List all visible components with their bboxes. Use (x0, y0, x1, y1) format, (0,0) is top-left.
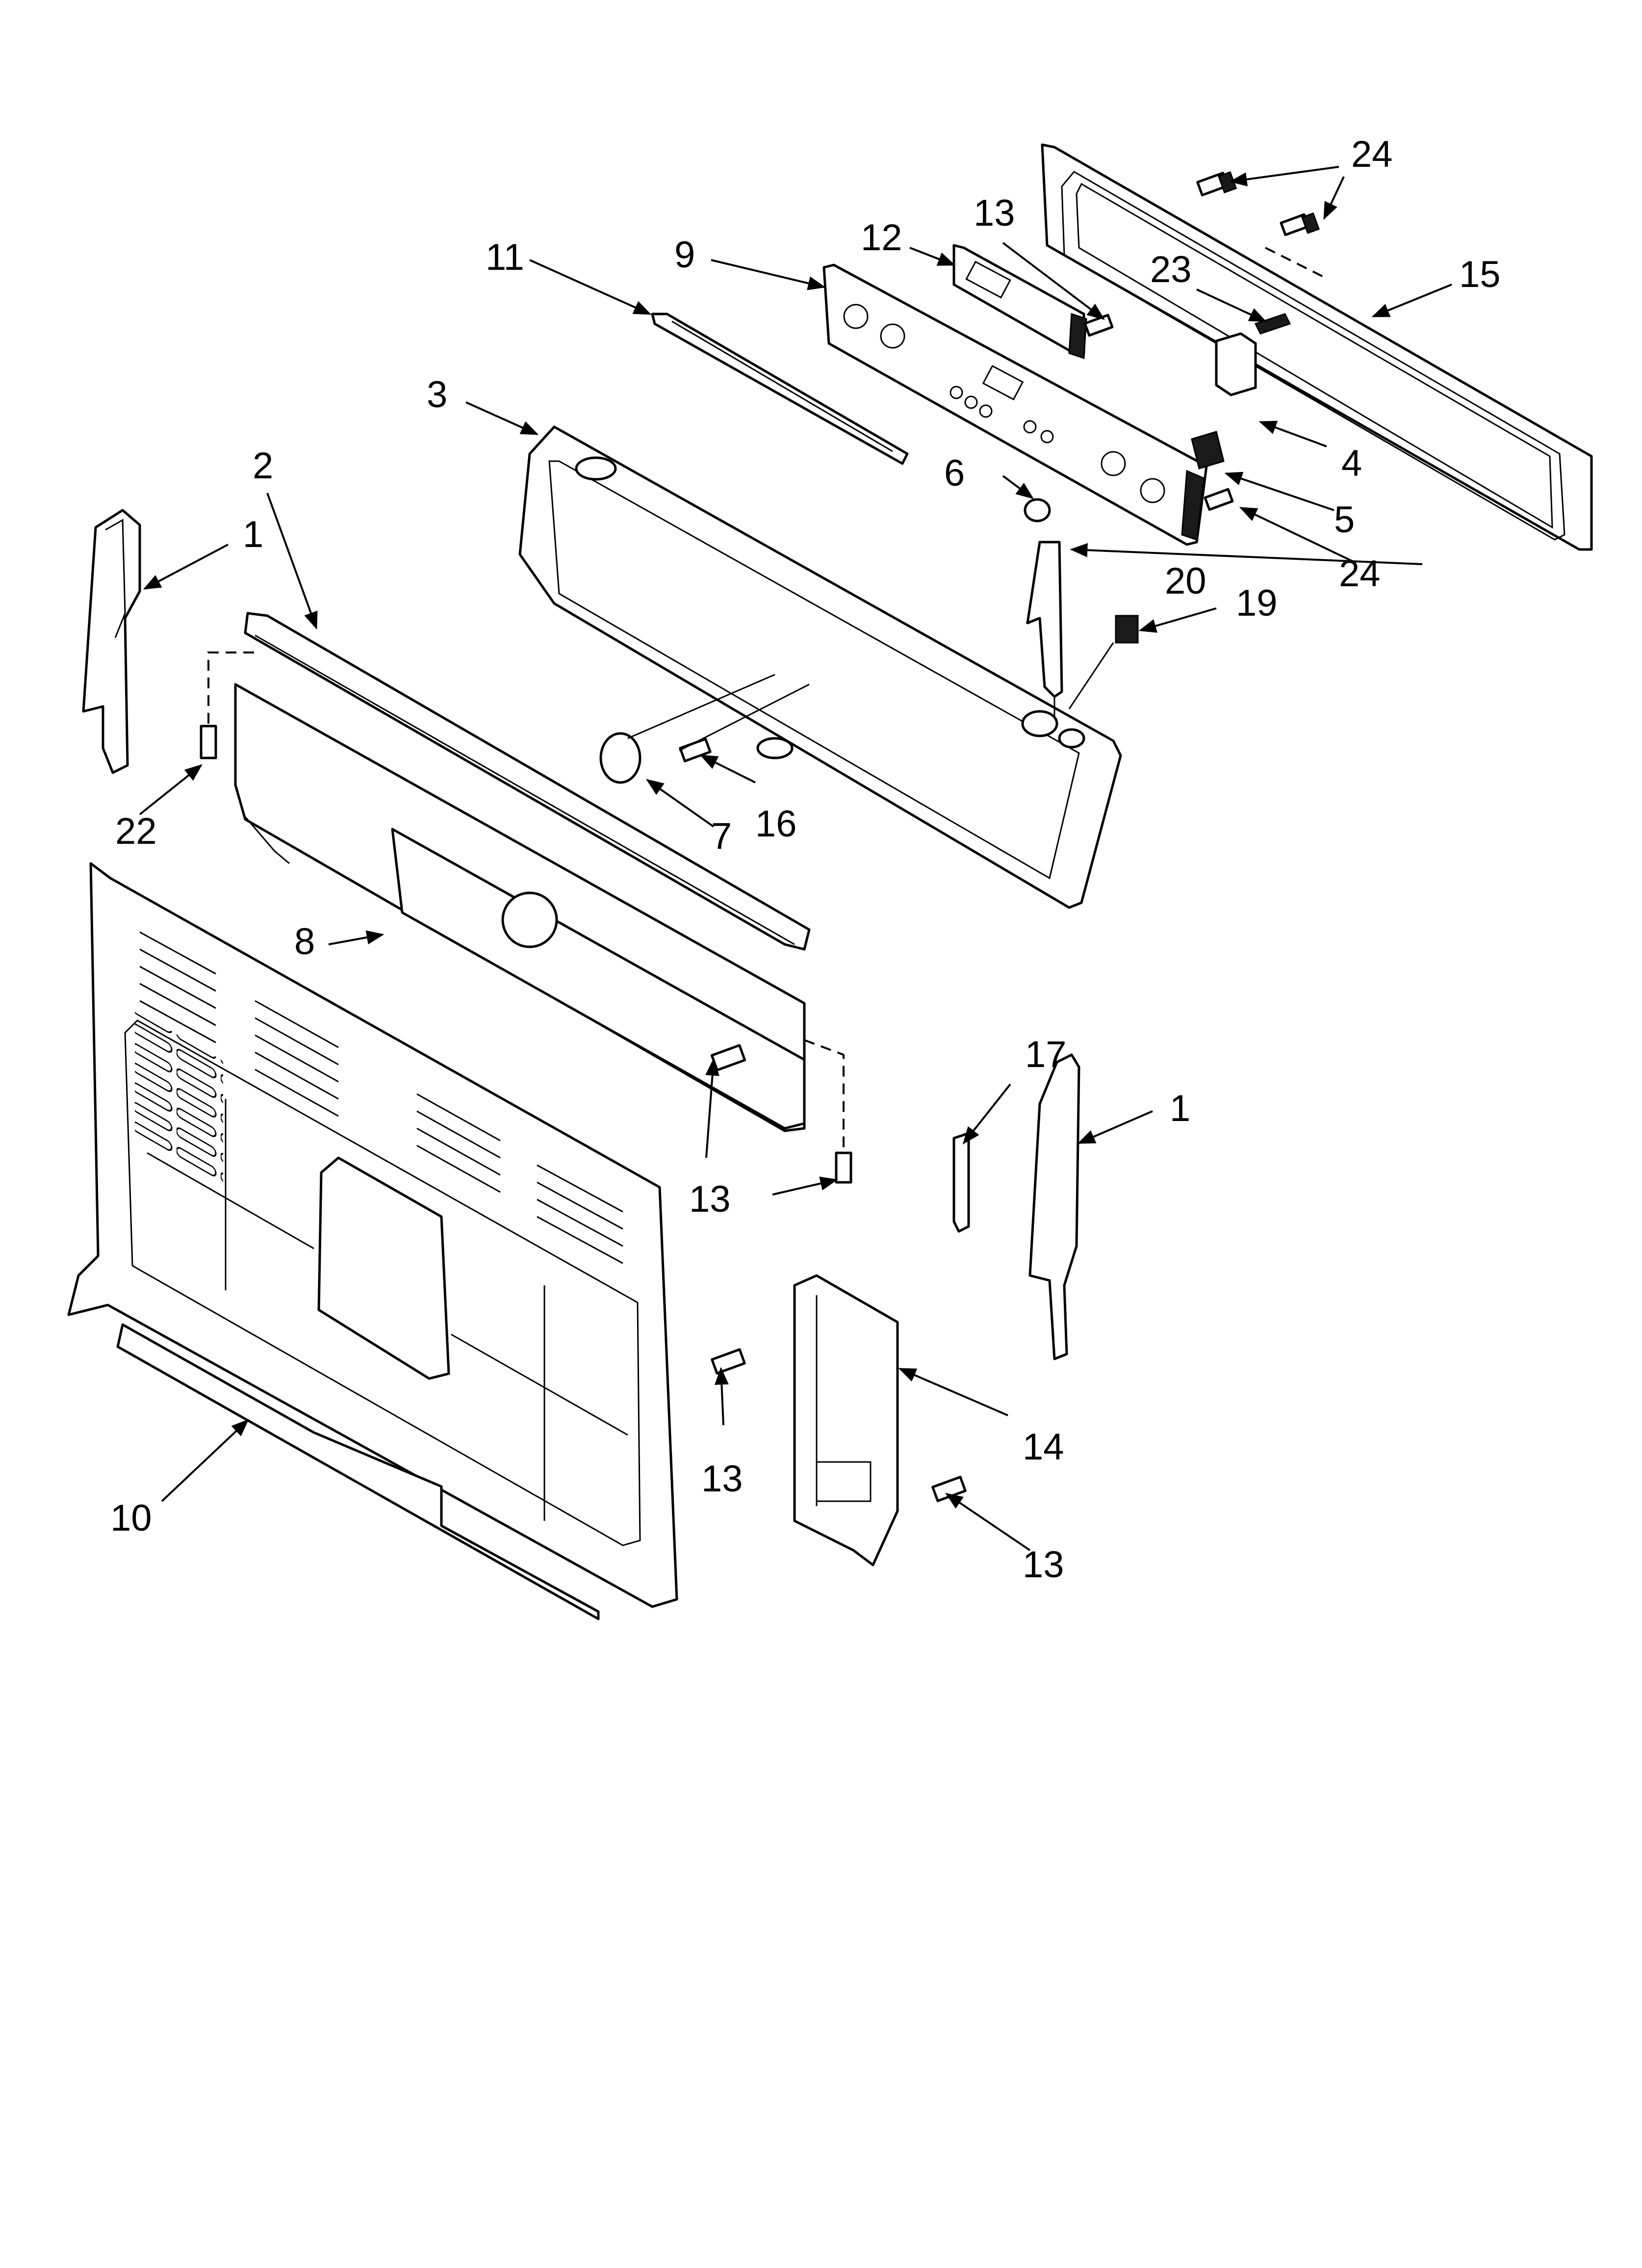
console-backguard-part (518, 425, 1122, 909)
vent-slots (139, 931, 623, 1264)
screw-24-right-part (1204, 488, 1234, 511)
switch-4-part (1215, 332, 1257, 396)
rail-bracket-part (651, 313, 909, 465)
callout-22: 22 (115, 810, 157, 852)
callout-3: 3 (427, 374, 447, 416)
lamp-19-part (1115, 615, 1139, 644)
screw-13-support-part (835, 1151, 852, 1184)
mounting-bracket-part (793, 1274, 899, 1566)
sensor-20-part (1026, 541, 1063, 698)
callout-24-top: 24 (1351, 133, 1393, 175)
knob-7-part (599, 732, 641, 784)
callout-13-top: 13 (974, 192, 1015, 234)
callout-4: 4 (1341, 443, 1362, 484)
callout-7: 7 (711, 815, 732, 857)
callout-20: 20 (1165, 560, 1206, 602)
callout-16: 16 (755, 803, 797, 845)
callout-9: 9 (674, 234, 695, 276)
clip-17-part (952, 1132, 970, 1233)
callout-5: 5 (1334, 499, 1355, 541)
callout-17: 17 (1025, 1034, 1067, 1075)
callout-13-lower: 13 (701, 1458, 743, 1500)
callout-24-right: 24 (1339, 553, 1381, 595)
callout-labels: 24 13 12 9 11 23 15 3 2 6 4 5 24 20 19 1… (110, 133, 1501, 1586)
screw-22-part (200, 725, 217, 759)
screw-24-mid-part (1280, 212, 1320, 236)
screw-24-top-part (1196, 171, 1237, 197)
callout-2: 2 (253, 445, 273, 487)
screw-13-bottom-part (931, 1476, 967, 1502)
callout-13-mid: 13 (689, 1178, 731, 1220)
callout-6: 6 (944, 452, 965, 494)
switch-5-part (1191, 431, 1225, 469)
callout-1-left: 1 (243, 514, 263, 555)
rear-panel-part (67, 862, 678, 1620)
callout-8: 8 (294, 921, 315, 963)
clip-23-part (1254, 313, 1291, 335)
alignment-line-13 (804, 1039, 845, 1148)
plug-6-part (1024, 498, 1051, 522)
callout-10: 10 (110, 1497, 152, 1539)
screw-13-lower-part (711, 1348, 746, 1375)
callout-23: 23 (1150, 249, 1192, 290)
callout-14: 14 (1023, 1426, 1064, 1468)
alignment-line-24 (1265, 247, 1325, 278)
callout-13-bottom: 13 (1023, 1544, 1064, 1586)
callout-11: 11 (486, 236, 524, 278)
manifold-panel-part (1041, 143, 1593, 551)
control-panel-part (822, 263, 1208, 546)
rear-support-part (234, 683, 806, 1132)
pointer-line-sensor (1053, 642, 1114, 719)
display-board-part (952, 244, 1087, 360)
callout-15: 15 (1459, 254, 1501, 295)
callout-19: 19 (1236, 582, 1278, 624)
upper-rail-part (244, 612, 811, 951)
side-trim-right-part (1028, 1053, 1080, 1360)
callout-12: 12 (861, 217, 902, 259)
callout-1-right: 1 (1170, 1088, 1190, 1129)
screw-13-panel-part (1083, 313, 1114, 337)
leader-lines (139, 166, 1452, 1551)
side-trim-left-part (82, 509, 141, 774)
pointer-line-knob (627, 674, 810, 752)
alignment-line-22 (207, 652, 255, 724)
